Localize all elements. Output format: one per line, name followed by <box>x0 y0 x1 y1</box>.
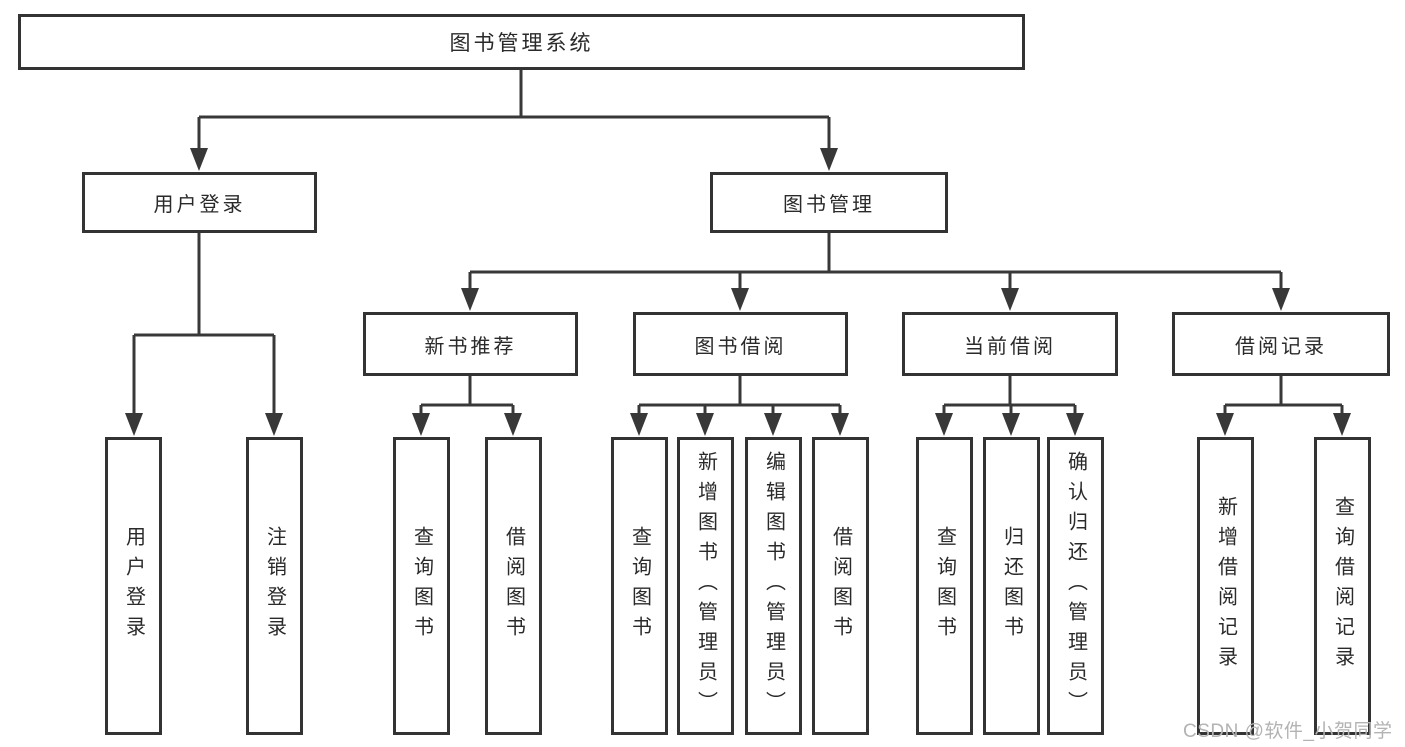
leaf-query-books-recommend: 查询图书 <box>393 437 450 735</box>
leaf-query-books-current: 查询图书 <box>916 437 973 735</box>
csdn-watermark: CSDN @软件_小贺同学 <box>1183 721 1393 742</box>
node-root-library-system: 图书管理系统 <box>18 14 1025 70</box>
leaf-query-borrow-record: 查询借阅记录 <box>1314 437 1371 735</box>
node-current-borrow: 当前借阅 <box>902 312 1118 376</box>
node-book-management: 图书管理 <box>710 172 948 233</box>
leaf-edit-books-admin: 编辑图书（管理员） <box>745 437 802 735</box>
leaf-query-books-borrow: 查询图书 <box>611 437 668 735</box>
node-book-borrow: 图书借阅 <box>633 312 848 376</box>
leaf-add-borrow-record: 新增借阅记录 <box>1197 437 1254 735</box>
leaf-borrow-books-recommend: 借阅图书 <box>485 437 542 735</box>
leaf-return-books: 归还图书 <box>983 437 1040 735</box>
node-borrow-records: 借阅记录 <box>1172 312 1390 376</box>
node-new-book-recommend: 新书推荐 <box>363 312 578 376</box>
leaf-add-books-admin: 新增图书（管理员） <box>677 437 734 735</box>
leaf-borrow-books: 借阅图书 <box>812 437 869 735</box>
leaf-user-login: 用户登录 <box>105 437 162 735</box>
node-user-login: 用户登录 <box>82 172 317 233</box>
leaf-logout: 注销登录 <box>246 437 303 735</box>
leaf-confirm-return-admin: 确认归还（管理员） <box>1047 437 1104 735</box>
